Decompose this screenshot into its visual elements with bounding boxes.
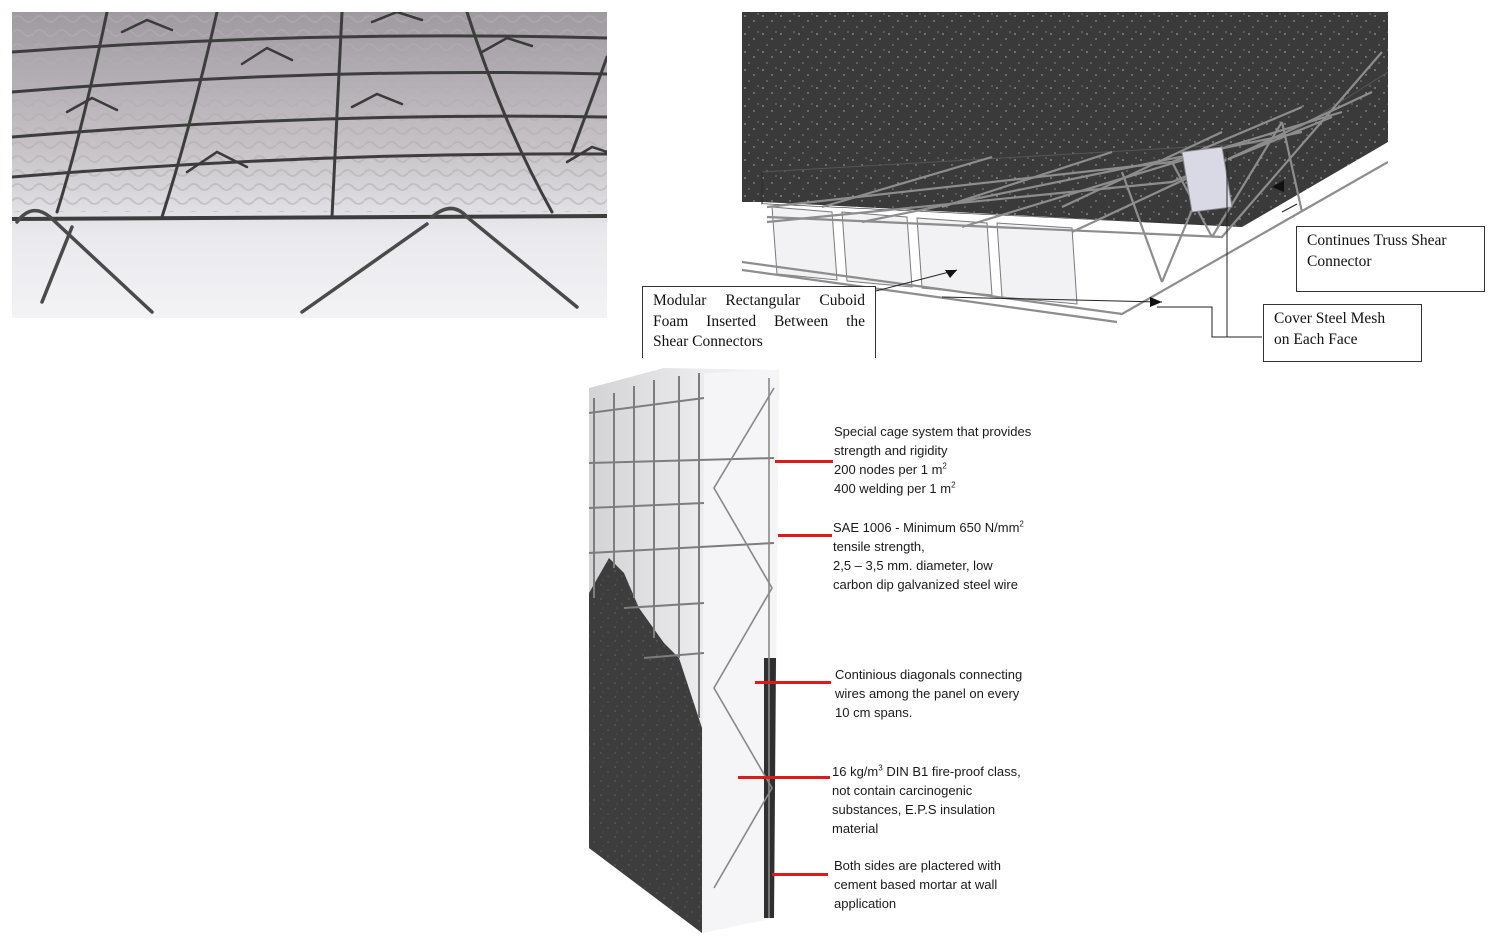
- annotation-line: SAE 1006 - Minimum 650 N/mm2: [833, 519, 1024, 535]
- callout-line: Cover Steel Mesh: [1274, 310, 1386, 327]
- annotation-line: strength and rigidity: [834, 443, 948, 458]
- annotation-mortar: Both sides are plactered with cement bas…: [834, 856, 1001, 913]
- annotation-cage: Special cage system that provides streng…: [834, 422, 1031, 498]
- leader-insulation: [738, 776, 830, 779]
- callout-line: Continues Truss Shear: [1307, 232, 1447, 249]
- annotation-line: 200 nodes per 1 m2: [834, 461, 947, 477]
- annotation-line: 16 kg/m3 DIN B1 fire-proof class,: [832, 763, 1021, 779]
- mesh-photo: [12, 12, 607, 318]
- callout-truss-connector: Continues Truss Shear Connector: [1296, 226, 1485, 292]
- annotation-line: substances, E.P.S insulation: [832, 802, 996, 817]
- annotation-line: cement based mortar at wall: [834, 877, 998, 892]
- annotation-line: not contain carcinogenic: [832, 783, 973, 798]
- annotation-line: material: [832, 821, 879, 836]
- annotation-line: 2,5 – 3,5 mm. diameter, low: [833, 558, 993, 573]
- callout-line: Connector: [1307, 252, 1372, 270]
- wall-panel-cutaway: [584, 358, 784, 940]
- leader-mortar: [772, 873, 828, 876]
- callout-line: on Each Face: [1274, 330, 1358, 348]
- annotation-line: 400 welding per 1 m2: [834, 480, 956, 496]
- leader-wire: [778, 534, 832, 537]
- annotation-line: 10 cm spans.: [835, 705, 913, 720]
- annotation-line: Both sides are plactered with: [834, 858, 1001, 873]
- callout-line: Shear Connectors: [653, 333, 763, 350]
- annotation-line: carbon dip galvanized steel wire: [833, 577, 1018, 592]
- callout-modular-foam: Modular Rectangular Cuboid Foam Inserted…: [642, 286, 876, 358]
- annotation-wire: SAE 1006 - Minimum 650 N/mm2 tensile str…: [833, 518, 1024, 594]
- panel-section-diagram: [742, 12, 1388, 342]
- callout-line: Modular Rectangular Cuboid: [653, 292, 865, 309]
- leader-diagonals: [755, 681, 831, 684]
- leader-cage: [775, 460, 833, 463]
- callout-cover-mesh: Cover Steel Mesh on Each Face: [1263, 304, 1422, 362]
- annotation-line: tensile strength,: [833, 539, 925, 554]
- annotation-line: application: [834, 896, 897, 911]
- annotation-insulation: 16 kg/m3 DIN B1 fire-proof class, not co…: [832, 762, 1021, 838]
- annotation-line: wires among the panel on every: [835, 686, 1020, 701]
- annotation-line: Continious diagonals connecting: [835, 667, 1023, 682]
- annotation-line: Special cage system that provides: [834, 424, 1032, 439]
- callout-line: Foam Inserted Between the: [653, 312, 865, 330]
- annotation-diagonals: Continious diagonals connecting wires am…: [835, 665, 1022, 722]
